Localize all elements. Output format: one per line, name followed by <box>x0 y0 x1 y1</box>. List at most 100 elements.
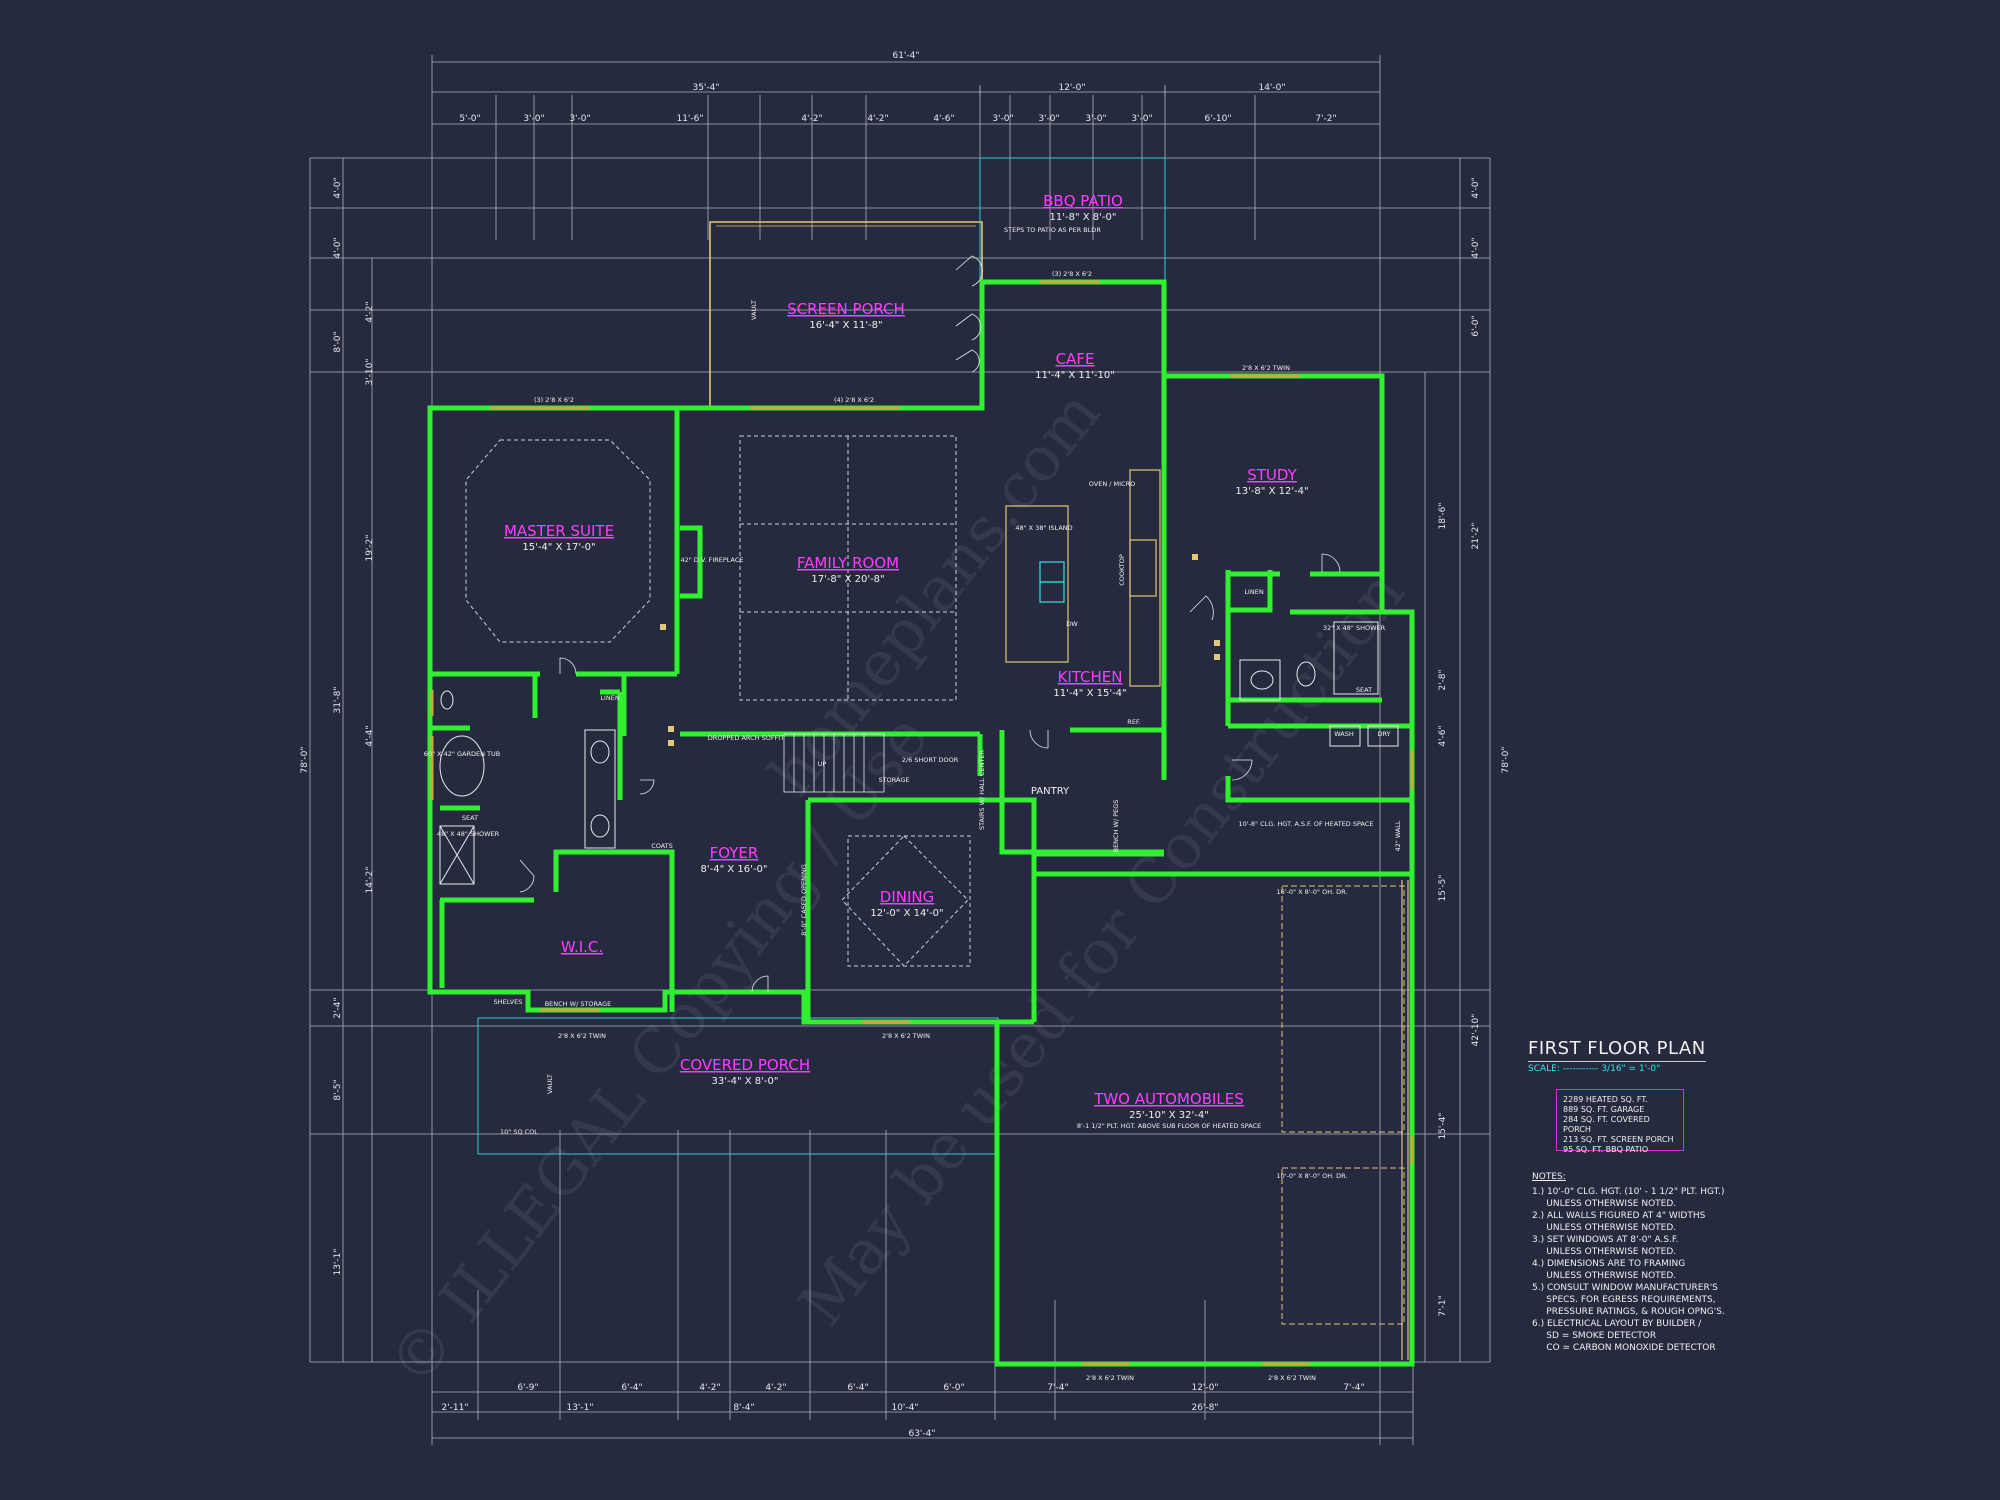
dim-top-left-block: 35'-4" <box>692 83 719 93</box>
wall-pantry <box>999 727 1167 855</box>
room-master-suite: MASTER SUITE <box>504 522 614 540</box>
dim-top-9: 3'-0" <box>1038 114 1059 124</box>
hall-toilet <box>1296 661 1316 687</box>
label-shower-master: 48" X 48" SHOWER <box>437 830 500 838</box>
room-covered-porch-size: 33'-4" X 8'-0" <box>712 1076 779 1087</box>
area-covered-porch: 284 SQ. FT. COVERED PORCH <box>1563 1115 1650 1134</box>
label-wash: WASH <box>1334 730 1354 738</box>
hall-shower <box>1333 621 1379 695</box>
label-win-garage-2: 2'8 X 6'2 TWIN <box>1268 1374 1316 1382</box>
dim-right-inner-3: 4'-6" <box>1438 725 1448 746</box>
top-dimensions: 61'-4" 35'-4" 12'-0" 14'-0" 5'-0" 3'-0" … <box>459 51 1336 124</box>
label-shower-hall: 32" X 48" SHOWER <box>1323 624 1386 632</box>
notes-block: NOTES: 1.) 10'-0" CLG. HGT. (10' - 1 1/2… <box>1532 1171 1762 1354</box>
label-short-door: 2/6 SHORT DOOR <box>902 756 959 764</box>
dim-bottom-6: 6'-0" <box>943 1383 964 1393</box>
room-screen-porch: SCREEN PORCH <box>787 300 905 318</box>
label-garage-door-2: 10'-0" X 8'-0" OH. DR. <box>1277 1172 1348 1180</box>
label-cooktop: COOKTOP <box>1118 554 1126 586</box>
dim-left-inner-1: 4'-2" <box>365 301 375 322</box>
room-foyer: FOYER <box>710 844 759 862</box>
label-half-wall: 42" WALL <box>1394 820 1402 851</box>
room-family-room: FAMILY ROOM <box>797 554 899 572</box>
label-coats: COATS <box>651 842 673 850</box>
master-toilet <box>440 690 454 710</box>
dim-left-1: 4'-0" <box>333 177 343 198</box>
room-garage: TWO AUTOMOBILES <box>1093 1090 1244 1108</box>
label-island: 48" X 38" ISLAND <box>1015 524 1072 532</box>
wall-garage-entry <box>1034 851 1415 880</box>
label-fireplace: 42" D.V. FIREPLACE <box>680 556 743 564</box>
dim-top-3: 3'-0" <box>569 114 590 124</box>
label-linen-2: LINEN <box>1244 588 1264 596</box>
dim-right-1: 4'-0" <box>1471 177 1481 198</box>
dim-bottom-2: 6'-4" <box>621 1383 642 1393</box>
wall-bath-1 <box>432 674 675 1012</box>
dim-top-4: 11'-6" <box>676 114 703 124</box>
label-ref: REF. <box>1127 718 1140 726</box>
room-family-room-size: 17'-8" X 20'-8" <box>811 574 884 585</box>
area-screen-porch: 213 SQ. FT. SCREEN PORCH <box>1563 1135 1674 1144</box>
label-dropped-arch: DROPPED ARCH SOFFIT <box>708 734 784 742</box>
left-dimensions: 4'-0" 4'-0" 8'-0" 31'-8" 2'-4" 8'-5" 13'… <box>300 177 375 1275</box>
dim-bottom-8: 12'-0" <box>1191 1383 1218 1393</box>
kitchen-range <box>1129 539 1157 597</box>
dim-right-inner-5: 15'-4" <box>1438 1112 1448 1139</box>
door-swings <box>519 255 1341 993</box>
dim-right-5: 42'-10" <box>1471 1014 1481 1047</box>
kitchen-island <box>1005 505 1069 663</box>
label-win-dining: 2'8 X 6'2 TWIN <box>882 1032 930 1040</box>
dim-right-inner-6: 7'-1" <box>1438 1295 1448 1316</box>
dim-top-11: 3'-0" <box>1131 114 1152 124</box>
room-study: STUDY <box>1247 466 1297 484</box>
label-vault-screen: VAULT <box>750 300 758 320</box>
label-win-master: (3) 2'8 X 6'2 <box>534 396 574 404</box>
label-up: UP <box>818 760 827 768</box>
dim-top-8: 3'-0" <box>992 114 1013 124</box>
notes-heading: NOTES: <box>1532 1172 1566 1182</box>
dim-right-4: 21'-2" <box>1471 522 1481 549</box>
right-dimensions: 4'-0" 4'-0" 6'-0" 21'-2" 42'-10" 78'-0" … <box>1438 177 1511 1316</box>
note-5: 5.) CONSULT WINDOW MANUFACTURER'S SPECS.… <box>1532 1283 1725 1317</box>
label-clg-note: 10'-8" CLG. HGT. A.S.F. OF HEATED SPACE <box>1239 820 1374 828</box>
ceiling-features <box>465 435 971 967</box>
dim-bottom-2-1: 2'-11" <box>441 1403 468 1413</box>
label-seat: SEAT <box>462 814 478 822</box>
annotations: 48" X 38" ISLAND 42" D.V. FIREPLACE 60" … <box>424 226 1402 1382</box>
dim-left-5: 2'-4" <box>333 997 343 1018</box>
garage-door-2 <box>1281 1167 1405 1325</box>
dim-bottom-2-2: 13'-1" <box>566 1403 593 1413</box>
dim-left-7: 13'-1" <box>333 1248 343 1275</box>
wall-bath-2 <box>553 676 627 892</box>
dim-left-4: 31'-8" <box>333 686 343 713</box>
smoke-detectors <box>660 554 1220 746</box>
area-bbq-patio: 95 SQ. FT. BBQ PATIO <box>1563 1145 1649 1154</box>
note-6: 6.) ELECTRICAL LAYOUT BY BUILDER / SD = … <box>1532 1319 1716 1353</box>
garage-doors <box>1281 885 1405 1325</box>
dim-left-inner-3: 19'-2" <box>365 534 375 561</box>
note-4: 4.) DIMENSIONS ARE TO FRAMING UNLESS OTH… <box>1532 1259 1686 1281</box>
label-bench: BENCH W/ PEGS <box>1112 800 1120 853</box>
label-drop-zone: STAIRS W/ HALL CENTER <box>978 749 986 830</box>
area-heated: 2289 HEATED SQ. FT. <box>1563 1095 1648 1104</box>
label-steps: STEPS TO PATIO AS PER BLDR <box>1004 226 1101 234</box>
dim-bottom-9: 7'-4" <box>1343 1383 1364 1393</box>
bath-fixtures <box>439 621 1399 885</box>
bottom-dimensions: 6'-9" 6'-4" 4'-2" 4'-2" 6'-4" 6'-0" 7'-4… <box>441 1383 1364 1439</box>
dim-top-5: 4'-2" <box>801 114 822 124</box>
dim-top-2: 3'-0" <box>523 114 544 124</box>
label-vault-porch: VAULT <box>546 1074 554 1094</box>
area-garage: 889 SQ. FT. GARAGE <box>1563 1105 1645 1114</box>
title-block: FIRST FLOOR PLAN SCALE: ----------- 3/16… <box>1528 1038 1758 1074</box>
room-wic: W.I.C. <box>561 938 603 956</box>
label-garage-door-1: 16'-0" X 8'-0" OH. DR. <box>1277 888 1348 896</box>
room-cafe-size: 11'-4" X 11'-10" <box>1035 370 1115 381</box>
note-1: 1.) 10'-0" CLG. HGT. (10' - 1 1/2" PLT. … <box>1532 1187 1725 1209</box>
label-seat-2: SEAT <box>1356 686 1372 694</box>
wall-family-left <box>680 525 703 599</box>
label-win-family: (4) 2'8 X 6'2 <box>834 396 874 404</box>
dim-left-inner-5: 14'-2" <box>365 866 375 893</box>
dim-left-inner-2: 3'-10" <box>365 358 375 385</box>
dim-top-12: 6'-10" <box>1204 114 1231 124</box>
dim-right-inner-1: 18'-6" <box>1438 502 1448 529</box>
